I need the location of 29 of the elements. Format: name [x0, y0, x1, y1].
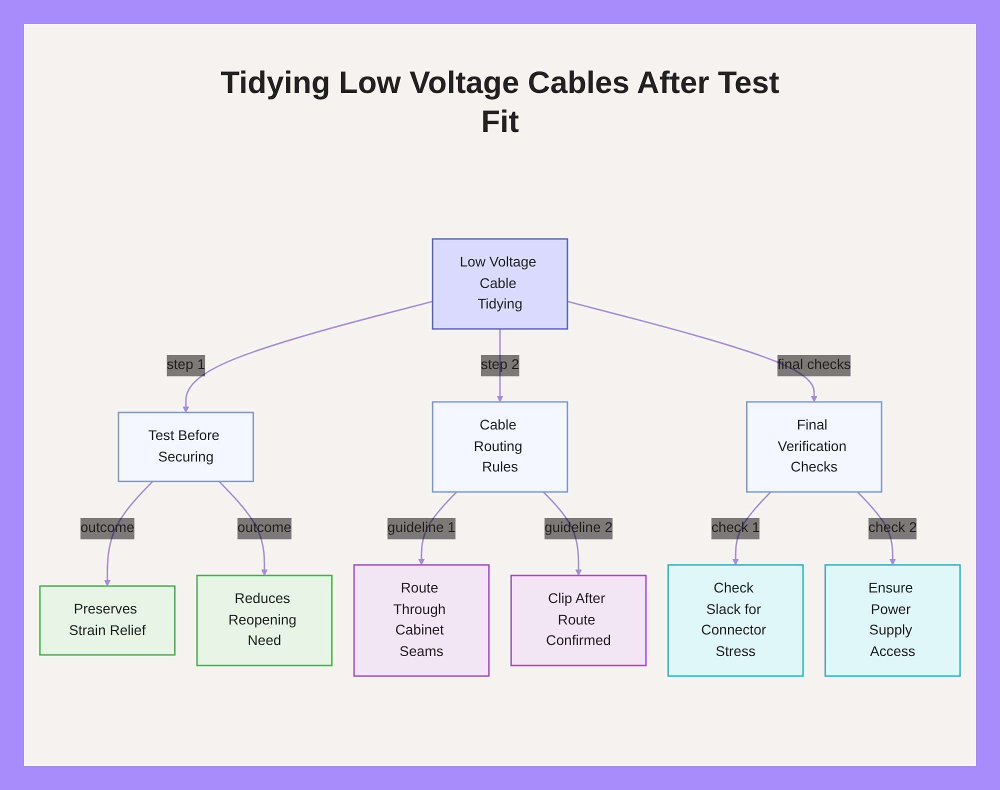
- arrow: [732, 491, 772, 566]
- edge-label: step 1: [166, 357, 206, 373]
- node-box: Low Voltage Cable Tidying: [432, 238, 568, 330]
- node-box: Final Verification Checks: [746, 401, 882, 493]
- arrow: [856, 491, 896, 566]
- arrow: [218, 480, 268, 576]
- arrow: [104, 480, 154, 586]
- node-box: Route Through Cabinet Seams: [353, 564, 490, 677]
- arrow: [567, 300, 818, 402]
- edge-label: final checks: [777, 357, 851, 373]
- node-box: Ensure Power Supply Access: [824, 564, 961, 677]
- arrow: [418, 491, 458, 566]
- edge-label: outcome: [237, 520, 292, 536]
- diagram-title: Tidying Low Voltage Cables After Test Fit: [220, 64, 780, 141]
- edge-label: guideline 2: [544, 520, 613, 536]
- node-box: Reduces Reopening Need: [196, 574, 333, 666]
- edge-label: step 2: [480, 357, 520, 373]
- node-box: Preserves Strain Relief: [39, 585, 176, 656]
- edge-label: outcome: [80, 520, 134, 536]
- node-box: Test Before Securing: [118, 412, 254, 482]
- node-box: Check Slack for Connector Stress: [667, 564, 804, 677]
- node-box: Cable Routing Rules: [432, 401, 568, 493]
- edge-label: guideline 1: [387, 520, 456, 536]
- node-box: Clip After Route Confirmed: [510, 574, 647, 666]
- edge-label: check 1: [711, 520, 760, 536]
- arrow: [542, 491, 582, 576]
- arrow: [182, 300, 433, 413]
- edge-label: check 2: [868, 520, 917, 536]
- arrow: [496, 328, 504, 402]
